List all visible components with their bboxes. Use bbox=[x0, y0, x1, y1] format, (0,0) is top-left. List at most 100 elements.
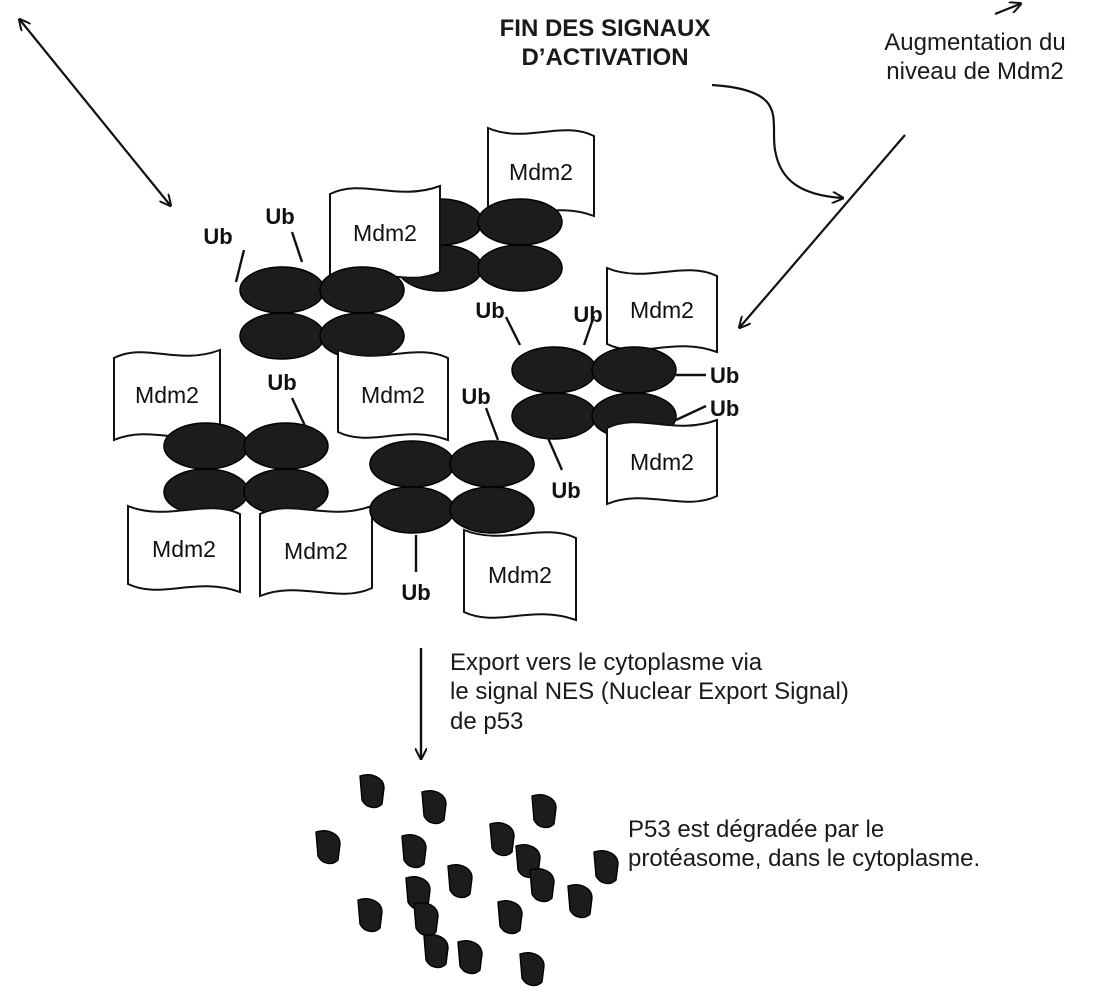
proteasome-fragment-icon bbox=[497, 900, 523, 935]
mdm2-top-right: Mdm2 bbox=[487, 126, 595, 218]
mdm2-label: Mdm2 bbox=[630, 449, 694, 475]
p53-subunit bbox=[239, 266, 325, 314]
proteasome-fragment-icon bbox=[531, 794, 557, 829]
mdm2-bottom-right: Mdm2 bbox=[463, 528, 577, 622]
double-headed-arrow-icon bbox=[20, 20, 170, 205]
ub-label: Ub bbox=[573, 302, 602, 327]
mdm2-label: Mdm2 bbox=[353, 220, 417, 246]
proteasome-fragment-icon bbox=[519, 952, 545, 987]
p53-tetramer-left bbox=[163, 422, 329, 516]
ub-right-4: Ub bbox=[675, 396, 739, 422]
ub-middle-1: Ub bbox=[267, 370, 308, 429]
mdm2-body bbox=[259, 504, 373, 598]
export-line-3: de p53 bbox=[450, 707, 524, 735]
p53-subunit bbox=[243, 422, 329, 470]
mdm2-body bbox=[463, 528, 577, 622]
mdm2-right-bottom: Mdm2 bbox=[606, 418, 718, 506]
p53-subunit bbox=[239, 312, 325, 360]
ub-label: Ub bbox=[401, 580, 430, 605]
proteasome-fragment-icon bbox=[457, 940, 483, 975]
proteasome-fragment-icon bbox=[315, 830, 341, 865]
ub-label: Ub bbox=[461, 384, 490, 409]
arrow-up-right-icon bbox=[994, 4, 1020, 16]
export-label: Export vers le cytoplasme via le signal … bbox=[450, 648, 849, 736]
ub-bond bbox=[290, 397, 308, 429]
mdm2-label: Mdm2 bbox=[488, 562, 552, 588]
ub-bond bbox=[675, 404, 707, 422]
p53-subunit bbox=[477, 244, 563, 292]
mdm2-body bbox=[127, 504, 241, 594]
proteasome-fragment-icon bbox=[489, 822, 515, 857]
p53-subunit bbox=[591, 346, 677, 394]
mdm2-bottom-middle: Mdm2 bbox=[259, 504, 373, 598]
degradation-line-1: P53 est dégradée par le bbox=[628, 816, 885, 843]
p53-subunit bbox=[369, 486, 455, 534]
ub-bond bbox=[290, 231, 304, 263]
mdm2-middle: Mdm2 bbox=[337, 348, 449, 442]
mdm2-increase-arrow-icon bbox=[740, 134, 906, 327]
ub-right-2: Ub bbox=[573, 302, 603, 346]
mdm2-bottom-left: Mdm2 bbox=[127, 504, 241, 594]
p53-subunit bbox=[511, 346, 597, 394]
title-line-1: FIN DES SIGNAUX bbox=[499, 15, 711, 42]
mdm2-increase-line-1: Augmentation du bbox=[884, 29, 1066, 56]
mdm2-label: Mdm2 bbox=[152, 536, 216, 562]
export-line-2: le signal NES (Nuclear Export Signal) bbox=[450, 678, 849, 706]
degradation-label: P53 est dégradée par le protéasome, dans… bbox=[628, 815, 980, 874]
mdm2-label: Mdm2 bbox=[361, 382, 425, 408]
ub-label: Ub bbox=[203, 224, 232, 249]
p53-subunit bbox=[477, 198, 563, 246]
ub-top-left-1: Ub bbox=[203, 224, 246, 283]
curved-arrow-icon bbox=[711, 83, 842, 198]
ub-label: Ub bbox=[265, 204, 294, 229]
p53-tetramer-top-left bbox=[239, 266, 405, 360]
proteasome-fragment-icon bbox=[401, 834, 427, 869]
degradation-line-2: protéasome, dans le cytoplasme. bbox=[628, 845, 981, 873]
mdm2-body bbox=[337, 348, 449, 442]
p53-subunit bbox=[163, 422, 249, 470]
mdm2-label: Mdm2 bbox=[284, 538, 348, 564]
mdm2-increase-label: Augmentation du niveau de Mdm2 bbox=[830, 28, 1116, 87]
ub-bottom-1: Ub bbox=[461, 384, 500, 441]
ub-label: Ub bbox=[551, 478, 580, 503]
ub-label: Ub bbox=[710, 363, 739, 388]
proteasome-fragment-icon bbox=[593, 850, 619, 885]
degraded-fragments bbox=[315, 774, 619, 987]
proteasome-fragment-icon bbox=[421, 790, 447, 825]
ub-right-5: Ub bbox=[546, 437, 581, 503]
proteasome-fragment-icon bbox=[567, 884, 593, 919]
mdm2-label: Mdm2 bbox=[135, 382, 199, 408]
mdm2-label: Mdm2 bbox=[630, 297, 694, 323]
ub-right-3: Ub bbox=[676, 363, 739, 388]
ub-bond bbox=[234, 249, 246, 283]
export-line-1: Export vers le cytoplasme via bbox=[450, 649, 763, 676]
proteasome-fragment-icon bbox=[413, 902, 439, 937]
mdm2-increase-line-2: niveau de Mdm2 bbox=[886, 58, 1064, 86]
ub-bond bbox=[504, 316, 522, 346]
p53-tetramer-bottom bbox=[369, 440, 535, 534]
ub-label: Ub bbox=[475, 298, 504, 323]
p53-subunit bbox=[511, 392, 597, 440]
title-line-2: D’ACTIVATION bbox=[521, 44, 689, 72]
proteasome-fragment-icon bbox=[529, 868, 555, 903]
ub-right-1: Ub bbox=[475, 298, 522, 346]
ub-bottom-2: Ub bbox=[401, 535, 431, 605]
ub-bond bbox=[582, 315, 596, 346]
ub-top-left-2: Ub bbox=[265, 204, 304, 263]
proteasome-fragment-icon bbox=[359, 774, 385, 809]
mdm2-label: Mdm2 bbox=[509, 159, 573, 185]
mdm2-left: Mdm2 bbox=[113, 348, 221, 442]
ub-bond bbox=[484, 407, 500, 441]
mdm2-top: Mdm2 bbox=[329, 184, 441, 282]
proteasome-fragment-icon bbox=[423, 934, 449, 969]
ub-label: Ub bbox=[267, 370, 296, 395]
p53-subunit bbox=[369, 440, 455, 488]
p53-subunit bbox=[449, 440, 535, 488]
proteasome-fragment-icon bbox=[357, 898, 383, 933]
ub-bond bbox=[546, 437, 564, 471]
p53-subunit bbox=[319, 312, 405, 360]
ub-label: Ub bbox=[710, 396, 739, 421]
proteasome-fragment-icon bbox=[447, 864, 473, 899]
